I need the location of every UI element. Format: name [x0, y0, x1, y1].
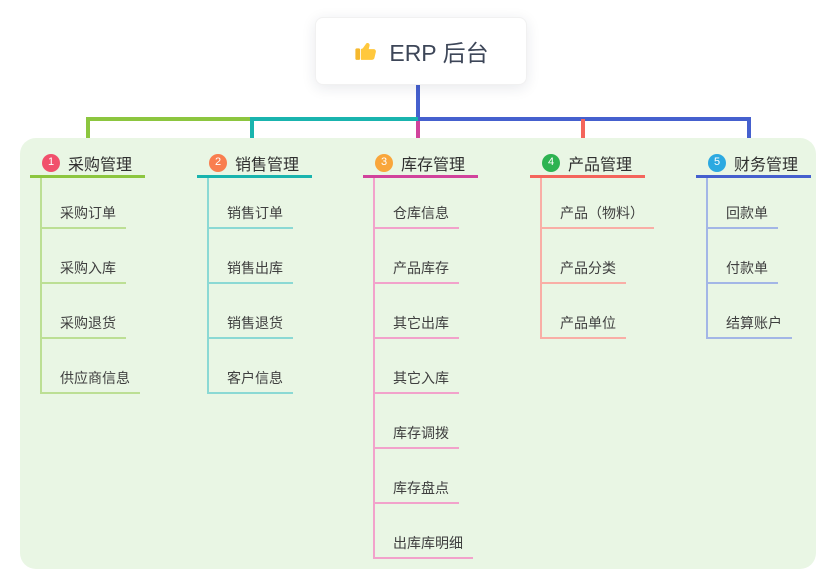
- branch-sales-children: 销售订单 销售出库 销售退货 客户信息: [207, 178, 357, 394]
- branch-purchase-children: 采购订单 采购入库 采购退货 供应商信息: [40, 178, 190, 394]
- node-item[interactable]: 其它入库: [375, 339, 459, 394]
- node-item[interactable]: 采购入库: [42, 229, 126, 284]
- node-item[interactable]: 采购订单: [42, 178, 126, 229]
- branch-product-title[interactable]: 4 产品管理: [530, 150, 645, 178]
- node-item[interactable]: 回款单: [708, 178, 778, 229]
- node-item[interactable]: 出库库明细: [375, 504, 473, 559]
- branch-finance: 5 财务管理 回款单 付款单 结算账户: [696, 150, 839, 339]
- branches-panel: [20, 138, 816, 569]
- node-item[interactable]: 客户信息: [209, 339, 293, 394]
- branch-number-badge: 2: [209, 153, 227, 172]
- node-item[interactable]: 销售退货: [209, 284, 293, 339]
- branch-inventory-title[interactable]: 3 库存管理: [363, 150, 478, 178]
- node-item[interactable]: 仓库信息: [375, 178, 459, 229]
- branch-finance-title[interactable]: 5 财务管理: [696, 150, 811, 178]
- node-item[interactable]: 产品库存: [375, 229, 459, 284]
- branch-number-badge: 3: [375, 153, 393, 172]
- node-item[interactable]: 产品（物料）: [542, 178, 654, 229]
- branch-inventory: 3 库存管理 仓库信息 产品库存 其它出库 其它入库 库存调拨 库存盘点 出库库…: [363, 150, 523, 559]
- branch-finance-children: 回款单 付款单 结算账户: [706, 178, 839, 339]
- branch-sales: 2 销售管理 销售订单 销售出库 销售退货 客户信息: [197, 150, 357, 394]
- root-node[interactable]: ERP 后台: [315, 17, 527, 85]
- branch-label: 采购管理: [68, 156, 133, 174]
- branch-purchase-title[interactable]: 1 采购管理: [30, 150, 145, 178]
- branch-inventory-children: 仓库信息 产品库存 其它出库 其它入库 库存调拨 库存盘点 出库库明细: [373, 178, 523, 559]
- node-item[interactable]: 供应商信息: [42, 339, 140, 394]
- branch-number-badge: 5: [708, 153, 726, 172]
- node-item[interactable]: 付款单: [708, 229, 778, 284]
- branch-label: 销售管理: [235, 156, 300, 174]
- branch-product-children: 产品（物料） 产品分类 产品单位: [540, 178, 690, 339]
- node-item[interactable]: 库存盘点: [375, 449, 459, 504]
- branch-label: 库存管理: [401, 156, 466, 174]
- node-item[interactable]: 销售出库: [209, 229, 293, 284]
- node-item[interactable]: 其它出库: [375, 284, 459, 339]
- node-item[interactable]: 结算账户: [708, 284, 792, 339]
- branch-label: 产品管理: [568, 156, 633, 174]
- node-item[interactable]: 产品单位: [542, 284, 626, 339]
- node-item[interactable]: 销售订单: [209, 178, 293, 229]
- branch-number-badge: 4: [542, 153, 560, 172]
- thumbs-up-icon: [353, 38, 379, 64]
- node-item[interactable]: 采购退货: [42, 284, 126, 339]
- node-item[interactable]: 库存调拨: [375, 394, 459, 449]
- branch-number-badge: 1: [42, 153, 60, 172]
- branch-sales-title[interactable]: 2 销售管理: [197, 150, 312, 178]
- root-title: ERP 后台: [389, 40, 489, 66]
- branch-purchase: 1 采购管理 采购订单 采购入库 采购退货 供应商信息: [30, 150, 190, 394]
- branch-product: 4 产品管理 产品（物料） 产品分类 产品单位: [530, 150, 690, 339]
- branch-label: 财务管理: [734, 156, 799, 174]
- node-item[interactable]: 产品分类: [542, 229, 626, 284]
